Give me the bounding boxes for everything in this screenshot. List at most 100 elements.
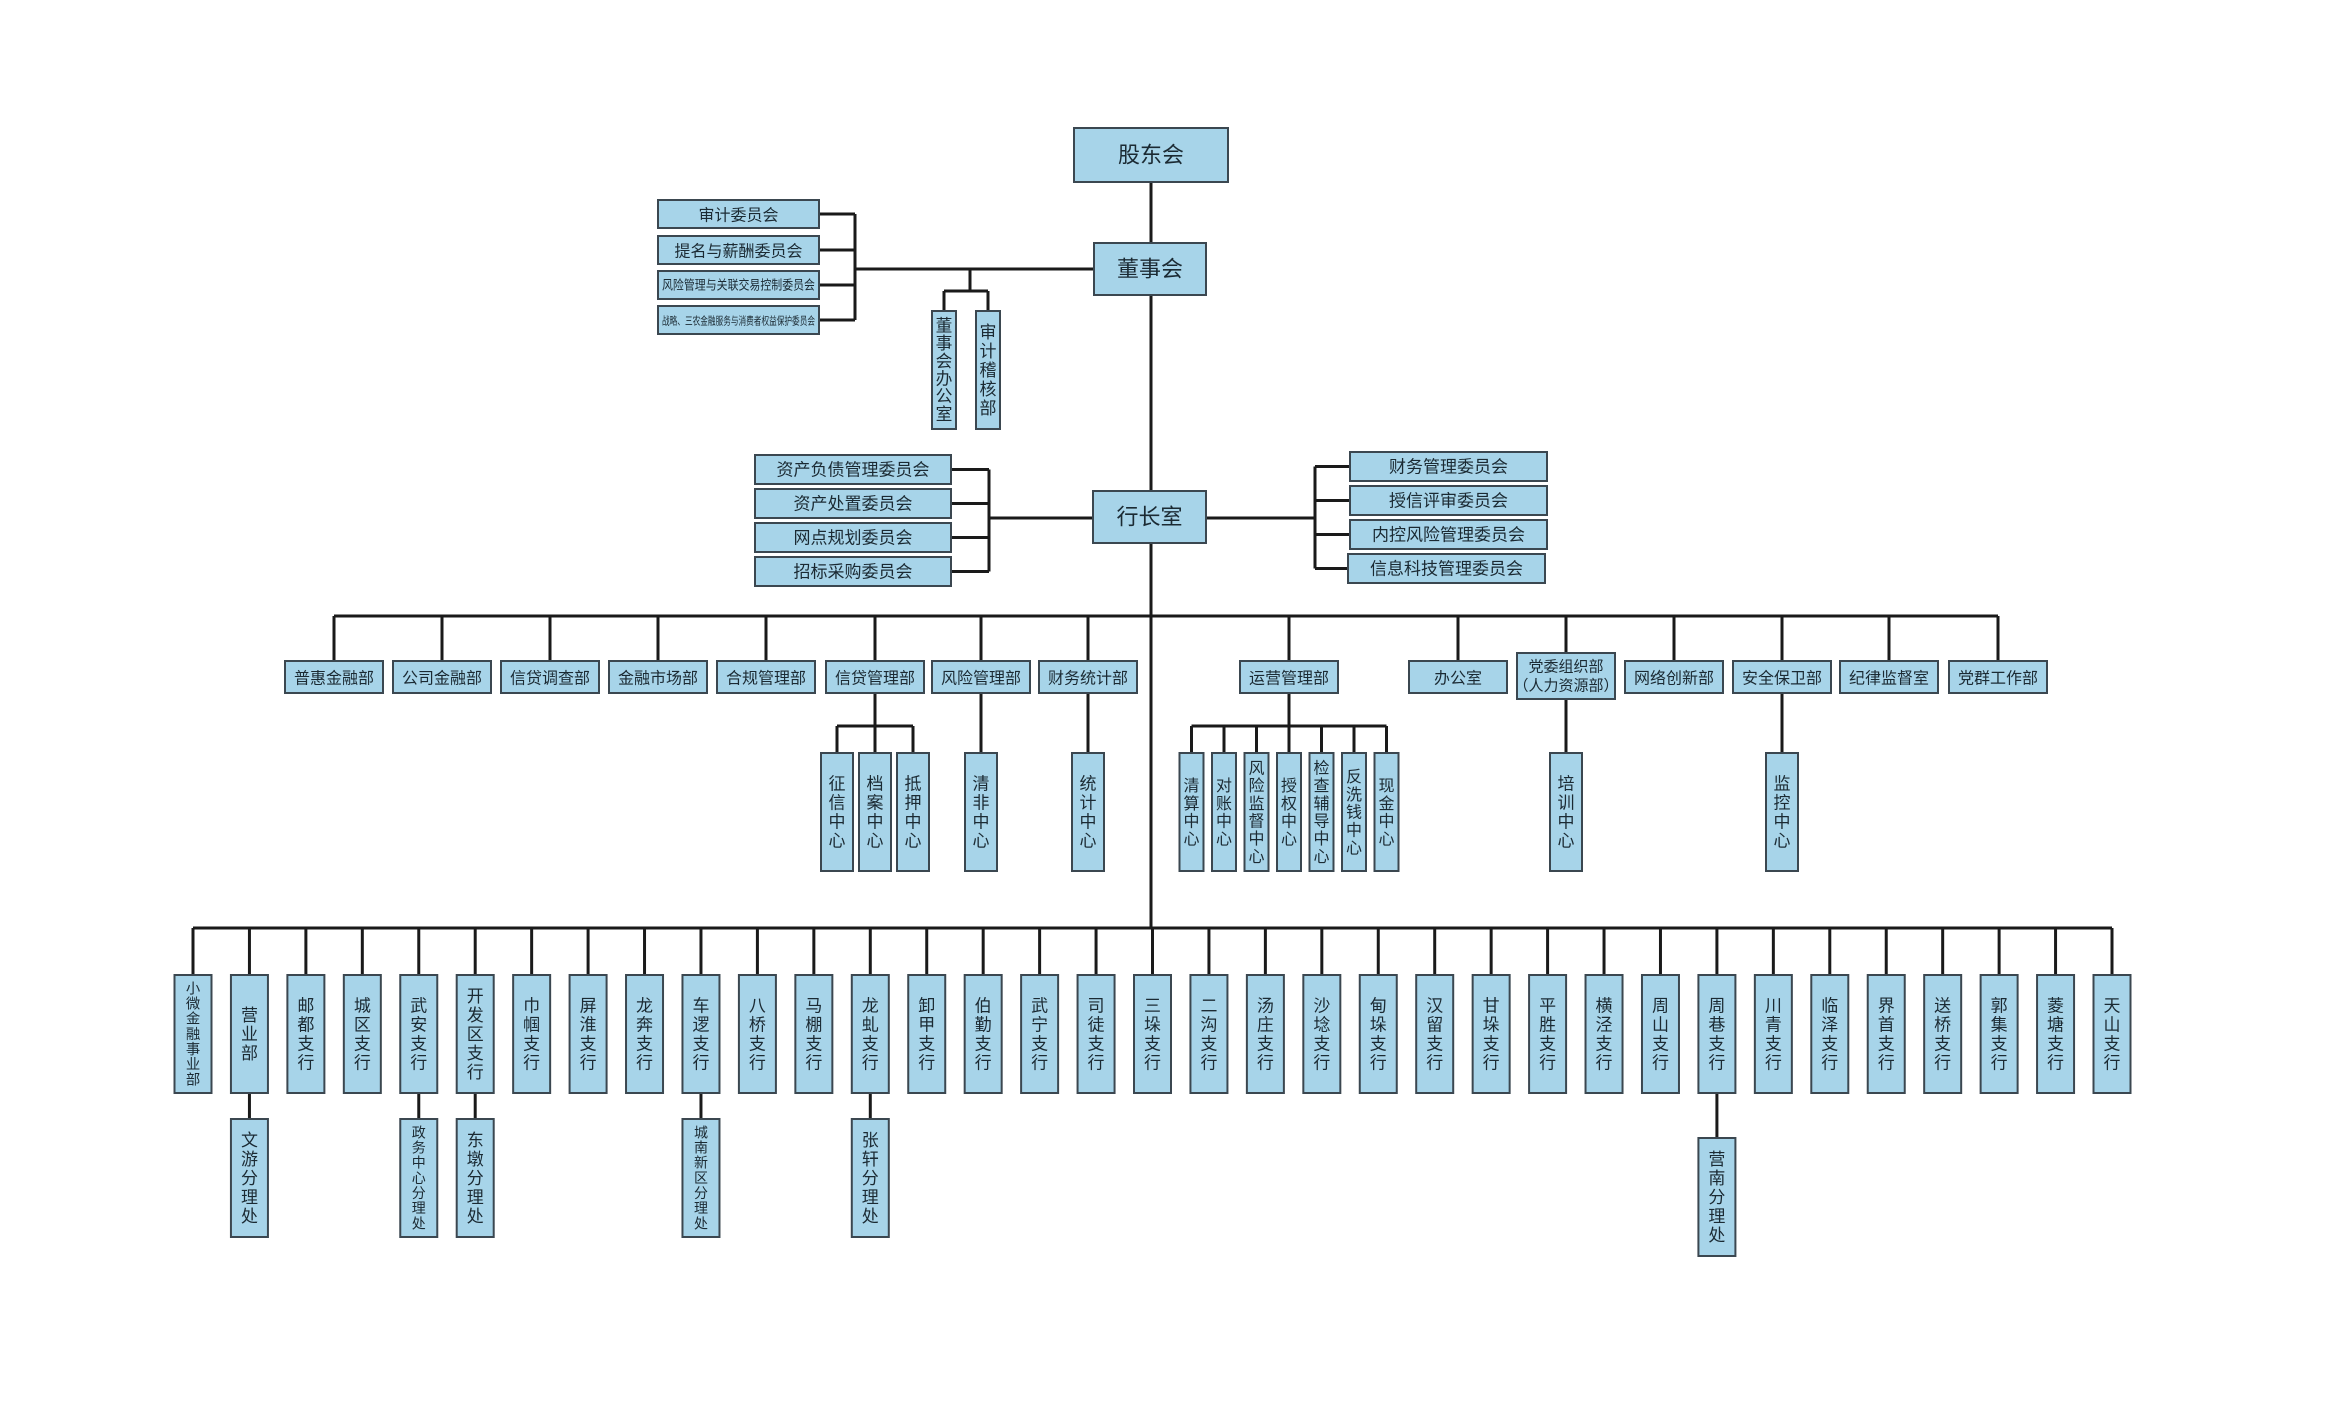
node-shareholders-label: 股东会 [1118,144,1184,169]
branch-18-label: 三垛支行 [1144,997,1161,1074]
department-13-label: 安全保卫部 [1742,669,1822,688]
department-11-child-1-box [1549,752,1583,872]
department-13-child-1-box [1765,752,1799,872]
branch-6: 开发区支行 [455,974,495,1094]
branch-31-label: 界首支行 [1878,997,1895,1074]
president-committee-right-2-box [1349,485,1548,516]
board-committee-4: 战略、三农金融服务与消费者权益保护委员会 [657,305,820,335]
branch-25-label: 平胜支行 [1539,997,1556,1074]
department-10-label: 办公室 [1434,669,1482,688]
department-9-child-5: 检查辅导中心 [1308,752,1335,872]
department-4: 金融市场部 [608,660,708,694]
department-13-child-1: 监控中心 [1765,752,1799,872]
branch-29: 川青支行 [1753,974,1793,1094]
department-3: 信贷调查部 [500,660,600,694]
branch-11: 八桥支行 [737,974,777,1094]
branch-2-sub-office-box [229,1118,269,1238]
department-9-child-5-label: 检查辅导中心 [1313,758,1329,865]
branch-10-sub-office-box [681,1118,721,1238]
department-7: 风险管理部 [931,660,1031,694]
branch-28-sub-office-label: 营南分理处 [1708,1150,1725,1246]
board-committee-1-box [657,199,820,229]
branch-35: 天山支行 [2092,974,2132,1094]
president-committee-right-4-box [1347,553,1546,584]
branch-5-box [399,974,439,1094]
branch-7-box [512,974,552,1094]
branch-28-sub-office-box [1697,1137,1737,1257]
node-president-office-label: 行长室 [1116,506,1182,531]
department-6-child-2: 档案中心 [858,752,892,872]
department-14-box [1839,660,1939,694]
branch-21-box [1302,974,1342,1094]
department-2: 公司金融部 [392,660,492,694]
branch-9-box [625,974,665,1094]
department-7-label: 风险管理部 [941,669,1021,688]
branch-30-box [1810,974,1850,1094]
branch-7: 巾帼支行 [512,974,552,1094]
branch-19-box [1189,974,1229,1094]
branch-10-sub-office-label: 城南新区分理处 [694,1125,708,1232]
branch-27-box [1640,974,1680,1094]
department-6-child-1-label: 征信中心 [829,775,846,852]
board-committee-3: 风险管理与关联交易控制委员会 [657,270,820,300]
department-8-box [1038,660,1138,694]
department-9-child-7: 现金中心 [1373,752,1400,872]
branch-2-sub-office-label: 文游分理处 [241,1131,258,1227]
branch-19-label: 二沟支行 [1200,997,1217,1074]
department-8: 财务统计部 [1038,660,1138,694]
branch-9: 龙奔支行 [625,974,665,1094]
department-9-child-2-box [1211,752,1237,872]
department-9-child-3-label: 风险监督中心 [1248,758,1264,865]
branch-3-label: 邮都支行 [297,997,314,1074]
branch-6-box [455,974,495,1094]
branch-14-label: 卸甲支行 [918,997,935,1074]
branch-35-box [2092,974,2132,1094]
department-6-child-2-label: 档案中心 [867,775,884,852]
department-5-box [716,660,816,694]
board-committee-2: 提名与薪酬委员会 [657,235,820,265]
department-11-box [1516,652,1616,700]
branch-22: 甸垛支行 [1358,974,1398,1094]
president-committee-right-3-box [1349,519,1548,550]
president-committee-right-4-label: 信息科技管理委员会 [1370,560,1523,580]
department-7-box [931,660,1031,694]
branch-12-label: 马棚支行 [805,997,822,1074]
department-6-child-3-label: 抵押中心 [905,775,922,852]
department-6-child-3-box [896,752,930,872]
department-10: 办公室 [1408,660,1508,694]
president-committee-left-4-label: 招标采购委员会 [794,563,913,583]
department-13-child-1-label: 监控中心 [1774,775,1791,852]
department-9-child-1-box [1178,752,1205,872]
branch-13-sub-office-box [850,1118,890,1238]
branch-28-box [1697,974,1737,1094]
department-3-label: 信贷调查部 [510,669,590,688]
branch-8: 屏淮支行 [568,974,608,1094]
president-committee-left-3: 网点规划委员会 [754,522,952,553]
department-4-box [608,660,708,694]
branch-29-label: 川青支行 [1765,997,1782,1074]
president-committee-right-2: 授信评审委员会 [1349,485,1548,516]
branch-10-box [681,974,721,1094]
president-committee-left-2-label: 资产处置委员会 [794,495,913,515]
node-shareholders-box [1073,127,1229,183]
department-12-box [1624,660,1724,694]
branch-13-label: 龙虬支行 [862,997,879,1074]
president-committee-left-1-box [754,454,952,485]
department-6-box [825,660,925,694]
branch-34-box [2036,974,2076,1094]
branch-21: 沙埝支行 [1302,974,1342,1094]
branch-32: 送桥支行 [1923,974,1963,1094]
department-15-box [1948,660,2048,694]
branch-7-label: 巾帼支行 [523,997,540,1074]
president-committee-right-3-label: 内控风险管理委员会 [1372,526,1525,546]
branch-35-label: 天山支行 [2104,997,2121,1074]
branch-32-label: 送桥支行 [1934,997,1951,1074]
branch-13-sub-office: 张轩分理处 [850,1118,890,1238]
department-11-child-1: 培训中心 [1549,752,1583,872]
branch-23-box [1415,974,1455,1094]
president-committee-right-1-box [1349,451,1548,482]
department-9-child-4-label: 授权中心 [1281,776,1297,849]
department-6-child-1-box [820,752,854,872]
branch-28-label: 周巷支行 [1708,997,1725,1074]
